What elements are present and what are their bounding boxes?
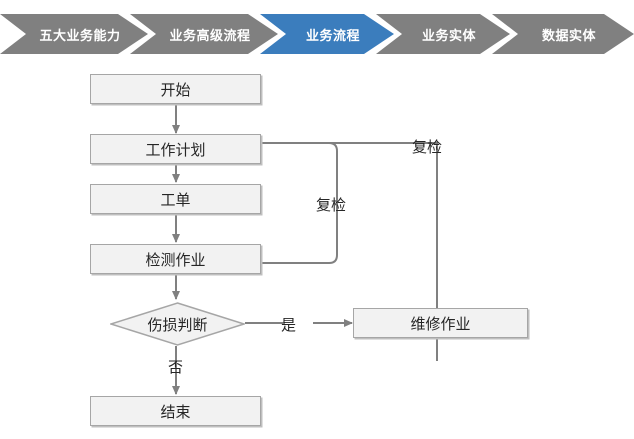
node-repair-label: 维修作业: [410, 315, 471, 333]
breadcrumb-item-1[interactable]: 业务高级流程: [130, 14, 278, 54]
breadcrumb-item-3-label: 业务实体: [421, 27, 476, 43]
diamond-shape: [110, 302, 245, 346]
breadcrumb-item-0[interactable]: 五大业务能力: [0, 14, 148, 54]
node-work-plan-label: 工作计划: [145, 141, 206, 159]
breadcrumb: 五大业务能力 业务高级流程 业务流程 业务实体 数据实体: [0, 14, 634, 54]
breadcrumb-item-3[interactable]: 业务实体: [376, 14, 510, 54]
edge-label-recheck-inner: 复检: [316, 197, 347, 214]
node-end-label: 结束: [160, 403, 191, 421]
breadcrumb-item-4[interactable]: 数据实体: [492, 14, 634, 54]
edge-label-yes: 是: [281, 317, 297, 334]
node-work-order-label: 工单: [160, 191, 191, 209]
breadcrumb-item-2[interactable]: 业务流程: [260, 14, 394, 54]
node-work-order[interactable]: 工单: [90, 184, 261, 214]
node-repair[interactable]: 维修作业: [353, 308, 528, 338]
breadcrumb-item-4-label: 数据实体: [541, 27, 596, 43]
breadcrumb-item-2-label: 业务流程: [305, 27, 360, 43]
breadcrumb-item-1-label: 业务高级流程: [169, 27, 251, 43]
node-inspection-label: 检测作业: [145, 251, 206, 269]
node-start[interactable]: 开始: [90, 74, 261, 104]
node-end[interactable]: 结束: [90, 396, 261, 426]
node-work-plan[interactable]: 工作计划: [90, 134, 261, 164]
edge-label-recheck-outer: 复检: [412, 139, 443, 156]
node-damage-decision-label: 伤损判断: [147, 316, 208, 334]
node-damage-decision[interactable]: 伤损判断: [110, 302, 245, 346]
breadcrumb-item-0-label: 五大业务能力: [39, 27, 121, 43]
node-inspection[interactable]: 检测作业: [90, 244, 261, 274]
edge-label-no: 否: [168, 359, 184, 376]
node-start-label: 开始: [160, 81, 191, 99]
flowchart: 开始 工作计划 工单 检测作业 伤损判断 维修作业 结束 复检 复检 是 否: [0, 56, 634, 439]
